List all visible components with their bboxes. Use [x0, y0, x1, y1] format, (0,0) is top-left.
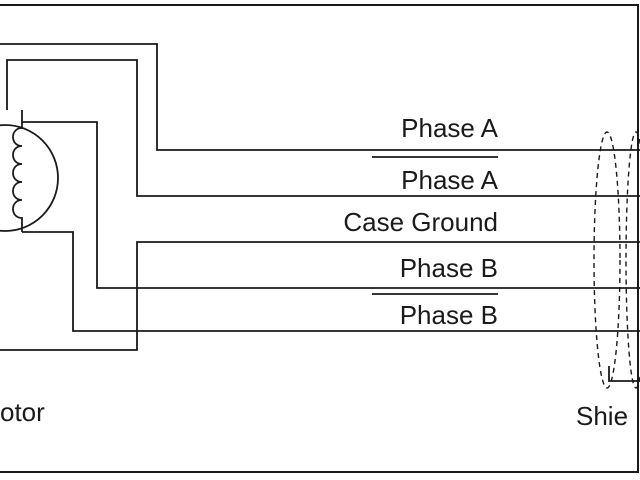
label-shield: Shie [576, 401, 628, 431]
wire-phase-a [0, 43, 640, 151]
wire-phase-a-bar [6, 59, 640, 197]
diagram-frame [0, 4, 639, 473]
label-case-ground: Case Ground [343, 207, 498, 237]
cable-shield-right [625, 131, 640, 389]
motor-body [0, 124, 59, 232]
label-phase-a: Phase A [401, 113, 499, 143]
wire-phase-b [22, 121, 640, 289]
label-phase-a-bar: Phase A [401, 165, 499, 195]
shield-lead [608, 366, 640, 382]
motor-coil [12, 110, 23, 232]
wire-phase-b-bar [22, 231, 640, 332]
cable-shield [593, 131, 621, 389]
wire-case-ground [0, 241, 640, 351]
label-phase-b-bar: Phase B [400, 300, 498, 330]
label-motor: otor [0, 397, 45, 427]
label-phase-b: Phase B [400, 253, 498, 283]
